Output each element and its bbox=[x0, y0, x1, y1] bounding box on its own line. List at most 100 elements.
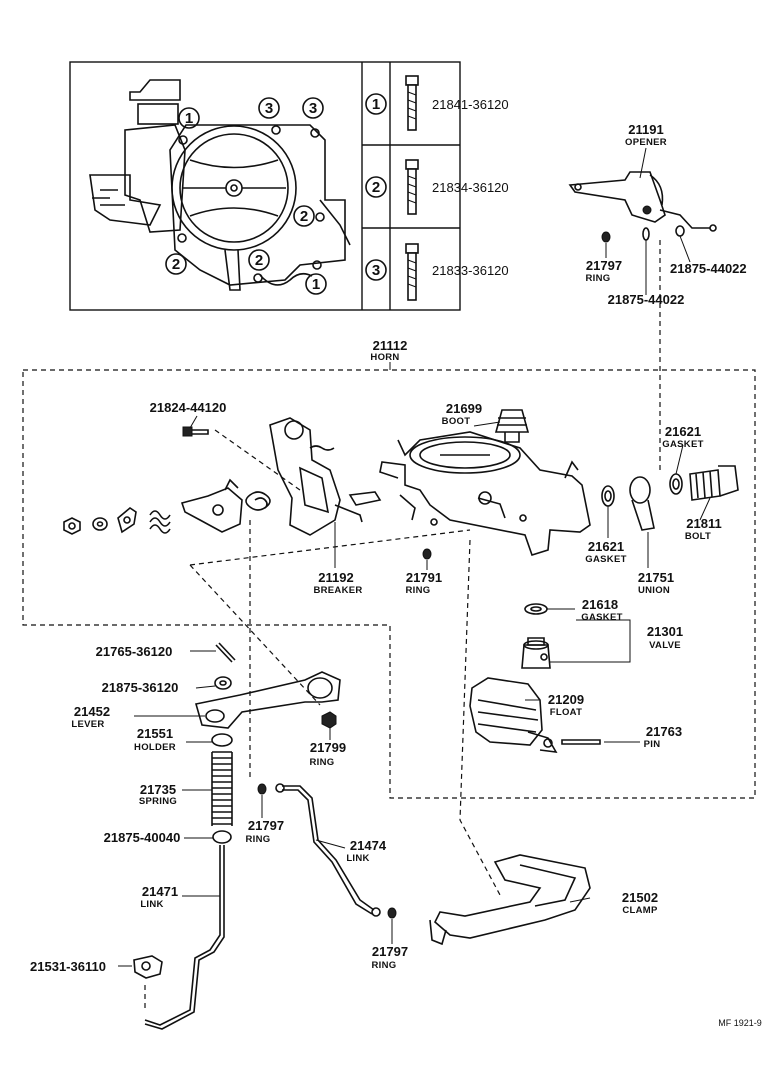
callout-gasket: 21618 GASKET bbox=[581, 597, 622, 623]
callout-lever: 21452 LEVER bbox=[71, 704, 110, 730]
legend-row: 1 21841-36120 bbox=[365, 75, 509, 131]
svg-text:21875-44022: 21875-44022 bbox=[608, 292, 685, 307]
svg-text:GASKET: GASKET bbox=[662, 439, 703, 450]
svg-text:3: 3 bbox=[265, 100, 273, 117]
callout-washer: 21875-36120 bbox=[102, 680, 179, 695]
svg-text:21799: 21799 bbox=[310, 740, 346, 755]
screw bbox=[182, 426, 209, 437]
callout-valve: 21301 VALVE bbox=[647, 624, 683, 651]
svg-text:21551: 21551 bbox=[137, 726, 173, 741]
bolt-icon bbox=[405, 159, 419, 215]
legend-row: 3 21833-36120 bbox=[365, 243, 509, 301]
washer-spring-part bbox=[212, 830, 232, 844]
svg-text:21471: 21471 bbox=[142, 884, 178, 899]
link-upper-part bbox=[275, 783, 381, 917]
torsion-spring bbox=[245, 491, 271, 511]
ring-body-part bbox=[422, 548, 432, 560]
inset-marker: 3 bbox=[302, 97, 324, 119]
svg-text:RING: RING bbox=[246, 834, 271, 845]
svg-text:UNION: UNION bbox=[638, 585, 670, 596]
bolt-part bbox=[689, 465, 739, 501]
boot-part bbox=[494, 409, 530, 443]
callout-ring: 21797 RING bbox=[586, 258, 623, 284]
breaker-part bbox=[269, 417, 363, 536]
callout-pin: 21765-36120 bbox=[96, 644, 173, 659]
svg-text:21797: 21797 bbox=[586, 258, 622, 273]
svg-text:VALVE: VALVE bbox=[649, 640, 681, 651]
svg-text:3: 3 bbox=[372, 262, 380, 279]
svg-text:21699: 21699 bbox=[446, 401, 482, 416]
svg-text:GASKET: GASKET bbox=[585, 554, 626, 565]
svg-text:BREAKER: BREAKER bbox=[313, 585, 362, 596]
svg-text:HORN: HORN bbox=[370, 352, 399, 363]
callout-bolt: 21811 BOLT bbox=[685, 516, 722, 542]
opener-part bbox=[568, 171, 717, 232]
legend-row: 2 21834-36120 bbox=[365, 159, 509, 215]
callout-ring: 21797 RING bbox=[246, 818, 285, 845]
ring-link-part bbox=[257, 783, 267, 795]
plate bbox=[117, 507, 137, 534]
svg-text:21875-40040: 21875-40040 bbox=[104, 830, 181, 845]
svg-text:21765-36120: 21765-36120 bbox=[96, 644, 173, 659]
callout-horn: 21112 HORN bbox=[370, 338, 407, 363]
joint-part bbox=[133, 955, 163, 979]
bolt-icon bbox=[405, 243, 419, 301]
carburetor-body bbox=[348, 431, 591, 556]
carburetor-top-view bbox=[89, 79, 351, 291]
svg-text:HOLDER: HOLDER bbox=[134, 742, 176, 753]
inset-marker: 1 bbox=[305, 273, 327, 295]
svg-text:2: 2 bbox=[172, 256, 180, 273]
svg-text:FLOAT: FLOAT bbox=[550, 707, 582, 718]
svg-text:SPRING: SPRING bbox=[139, 796, 177, 807]
callout-washer: 21875-40040 bbox=[104, 830, 181, 845]
svg-text:21191: 21191 bbox=[628, 122, 663, 137]
ring-link-part bbox=[387, 907, 397, 919]
inset-marker: 3 bbox=[258, 97, 280, 119]
assembly-boundary bbox=[22, 240, 756, 1010]
bolt-icon bbox=[405, 75, 419, 131]
gasket-ring bbox=[669, 473, 683, 495]
svg-text:21834-36120: 21834-36120 bbox=[432, 180, 509, 195]
link-lower-part bbox=[144, 845, 225, 1030]
washer bbox=[92, 517, 108, 531]
svg-text:LINK: LINK bbox=[140, 899, 163, 910]
svg-text:1: 1 bbox=[372, 96, 380, 113]
callout-ring: 21799 RING bbox=[310, 740, 347, 768]
callout-boot: 21699 BOOT bbox=[442, 401, 482, 427]
gasket-small bbox=[642, 225, 685, 241]
svg-text:LEVER: LEVER bbox=[71, 719, 104, 730]
svg-text:LINK: LINK bbox=[346, 853, 369, 864]
svg-text:21474: 21474 bbox=[350, 838, 387, 853]
nut bbox=[63, 517, 81, 535]
holder-part bbox=[211, 733, 233, 747]
pin-small bbox=[215, 642, 236, 663]
svg-text:BOLT: BOLT bbox=[685, 531, 711, 542]
callout-gasket-opener: 21875-44022 bbox=[608, 292, 685, 307]
svg-text:21763: 21763 bbox=[646, 724, 682, 739]
callout-float: 21209 FLOAT bbox=[548, 692, 584, 718]
svg-text:21797: 21797 bbox=[372, 944, 408, 959]
callout-link: 21474 LINK bbox=[346, 838, 387, 864]
svg-text:RING: RING bbox=[310, 757, 335, 768]
svg-text:21192: 21192 bbox=[318, 570, 353, 585]
callout-link: 21471 LINK bbox=[140, 884, 178, 910]
svg-text:21112: 21112 bbox=[373, 338, 408, 353]
svg-text:21791: 21791 bbox=[406, 570, 442, 585]
inset-panel: 1 3 3 2 2 2 1 1 21841-36120 bbox=[69, 61, 509, 311]
svg-text:21797: 21797 bbox=[248, 818, 284, 833]
clamp-part bbox=[429, 854, 591, 946]
svg-text:BOOT: BOOT bbox=[442, 416, 471, 427]
callout-clamp: 21502 CLAMP bbox=[622, 890, 658, 916]
svg-text:21841-36120: 21841-36120 bbox=[432, 97, 509, 112]
callout-gasket: 21621 GASKET bbox=[585, 539, 626, 565]
callout-ring: 21791 RING bbox=[406, 570, 443, 596]
svg-text:OPENER: OPENER bbox=[625, 137, 667, 148]
svg-text:2: 2 bbox=[255, 252, 263, 269]
svg-text:21833-36120: 21833-36120 bbox=[432, 263, 509, 278]
svg-text:1: 1 bbox=[312, 276, 320, 293]
svg-text:21811: 21811 bbox=[686, 516, 721, 531]
union-part bbox=[629, 476, 655, 531]
callout-spring: 21735 SPRING bbox=[139, 782, 177, 807]
svg-text:21502: 21502 bbox=[622, 890, 658, 905]
bolt-hole bbox=[177, 125, 325, 283]
